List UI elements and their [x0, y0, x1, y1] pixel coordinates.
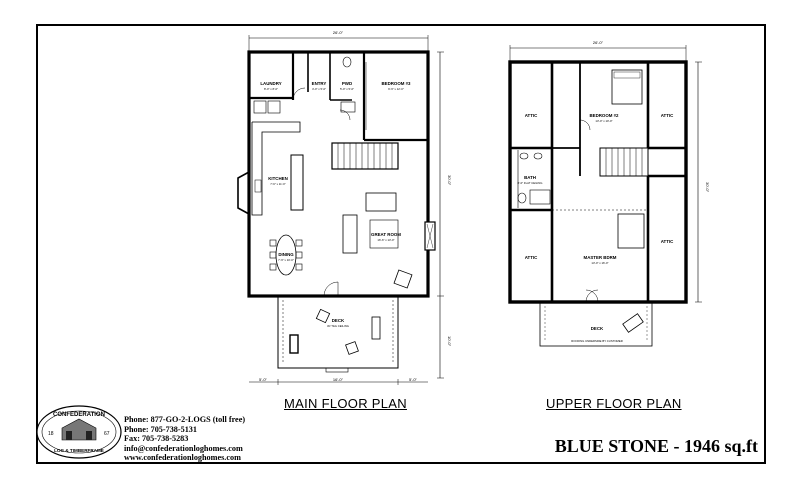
room-kitchen: KITCHEN — [268, 176, 288, 181]
room-dining: DINING — [278, 252, 294, 257]
room-entry-size: 4'-0" x 5'-0" — [312, 87, 326, 91]
logo-text-top: CONFEDERATION — [53, 412, 105, 418]
contact-phone-tollfree: Phone: 877-GO-2-LOGS (toll free) — [124, 415, 246, 424]
upper-plan-labels: 26'-0" 30'-0" ATTIC ATTIC ATTIC ATTIC BE… — [518, 40, 710, 343]
main-dim-bottom-mid: 16'-0" — [333, 377, 344, 382]
room-deck-main-note: W/ T&G CEILING — [327, 324, 349, 328]
room-bath: BATH — [524, 175, 536, 180]
main-dim-right: 30'-0" — [447, 175, 452, 186]
room-deck-upper: DECK — [591, 326, 604, 331]
contact-fax: Fax: 705-738-5283 — [124, 434, 189, 444]
main-plan-labels: 26'-0" 30'-0" 10'-0" 5'-0" 16'-0" 5'-0" … — [259, 30, 452, 382]
main-dim-top: 26'-0" — [333, 30, 344, 35]
room-laundry: LAUNDRY — [260, 81, 281, 86]
room-bedroom2: BEDROOM #2 — [589, 113, 619, 118]
contact-block: Phone: 877-GO-2-LOGS (toll free) Phone: … — [124, 415, 245, 463]
room-attic-bl: ATTIC — [525, 255, 538, 260]
room-deck-main: DECK — [332, 318, 345, 323]
contact-phone: Phone: 705-738-5131 — [124, 424, 197, 434]
upper-dim-right: 30'-0" — [705, 182, 710, 193]
company-logo: CONFEDERATION LOG & TIMBERFRAME 18 67 — [36, 405, 122, 459]
room-deck-upper-note: ROOFING UNDERSIDE BY CUSTOMER — [571, 339, 623, 343]
room-bedroom3: BEDROOM #3 — [381, 81, 411, 86]
room-master-size: 13'-0" x 16'-0" — [591, 261, 608, 265]
main-dim-bottom-left: 5'-0" — [259, 377, 268, 382]
plan-title: BLUE STONE - 1946 sq.ft — [554, 436, 758, 456]
room-attic-tl: ATTIC — [525, 113, 538, 118]
logo-year-left: 18 — [48, 431, 54, 437]
main-floor-plan — [237, 35, 444, 385]
upper-floor-plan-title: UPPER FLOOR PLAN — [546, 396, 682, 411]
main-floor-plan-title: MAIN FLOOR PLAN — [284, 396, 407, 411]
logo-text-bottom: LOG & TIMBERFRAME — [54, 448, 104, 453]
room-bath-note: 8'-0" FLAT CEILING — [518, 181, 543, 185]
contact-website: www.confederationloghomes.com — [124, 453, 241, 463]
room-great-room-size: 16'-6" x 13'-0" — [377, 238, 394, 242]
room-bedroom2-size: 13'-0" x 10'-0" — [595, 119, 612, 123]
room-great-room: GREAT ROOM — [371, 232, 401, 237]
room-pwd-size: 5'-0" x 5'-0" — [340, 87, 354, 91]
room-dining-size: 7'-6" x 10'-0" — [278, 258, 294, 262]
room-attic-br: ATTIC — [661, 239, 674, 244]
room-master: MASTER BDRM — [584, 255, 617, 260]
drawing-sheet — [36, 24, 766, 464]
logo-year-right: 67 — [104, 431, 110, 437]
room-bedroom3-size: 9'-6" x 12'-0" — [388, 87, 404, 91]
main-dim-deck: 10'-0" — [447, 336, 452, 347]
upper-floor-plan — [508, 45, 702, 347]
main-dim-bottom-right: 5'-0" — [409, 377, 418, 382]
room-pwd: PWD — [342, 81, 352, 86]
room-kitchen-size: 7'-6" x 11'-0" — [270, 182, 285, 186]
room-laundry-size: 8'-0" x 8'-0" — [264, 87, 278, 91]
contact-email: info@confederationloghomes.com — [124, 443, 243, 453]
room-entry: ENTRY — [312, 81, 327, 86]
upper-dim-top: 26'-0" — [593, 40, 604, 45]
room-attic-tr: ATTIC — [661, 113, 674, 118]
